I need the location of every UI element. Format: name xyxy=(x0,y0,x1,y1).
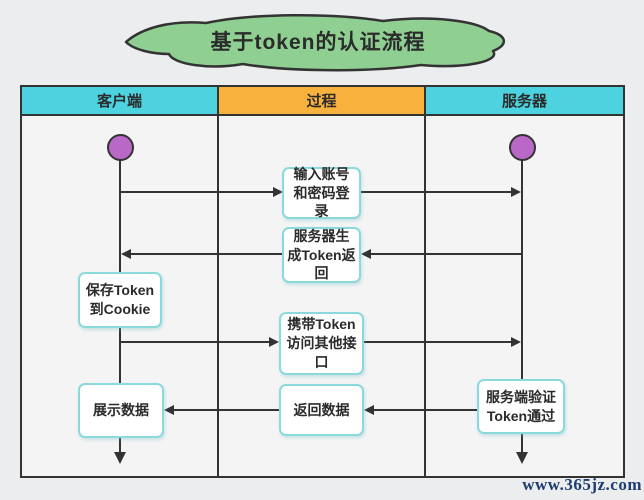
lifeline-server xyxy=(521,160,523,454)
node-server-generate-token: 服务器生成Token返回 xyxy=(282,227,361,283)
node-input-login: 输入账号和密码登录 xyxy=(282,166,361,219)
arrow-client-to-carry-line xyxy=(121,341,270,343)
lane-divider-1 xyxy=(217,114,219,476)
arrow-server-to-generate-line xyxy=(370,253,522,255)
arrow-generate-to-client-line xyxy=(131,253,282,255)
lane-divider-2 xyxy=(424,114,426,476)
arrow-client-to-carry-head xyxy=(269,337,279,347)
arrow-generate-to-client-head xyxy=(121,249,131,259)
actor-circle-client xyxy=(107,134,134,161)
arrow-client-to-input-line xyxy=(121,191,275,193)
arrow-return-to-show-head xyxy=(164,405,174,415)
diagram-title: 基于token的认证流程 xyxy=(210,31,426,54)
node-save-token-cookie: 保存Token到Cookie xyxy=(78,272,162,328)
arrow-carry-to-server-line xyxy=(364,341,512,343)
arrow-carry-to-server-head xyxy=(511,337,521,347)
lane-header-server: 服务器 xyxy=(424,85,625,116)
lane-header-process: 过程 xyxy=(217,85,426,116)
arrow-client-to-input-head xyxy=(273,187,283,197)
lane-header-client: 客户端 xyxy=(20,85,219,116)
title-cloud-shape xyxy=(124,14,505,72)
lifeline-end-arrow-client xyxy=(114,452,126,464)
watermark: www.365jz.com xyxy=(522,475,642,494)
arrow-input-to-server-line xyxy=(361,191,512,193)
node-return-data: 返回数据 xyxy=(279,384,364,436)
actor-circle-server xyxy=(509,134,536,161)
node-carry-token-access: 携带Token访问其他接口 xyxy=(279,312,364,375)
arrow-input-to-server-head xyxy=(511,187,521,197)
lifeline-end-arrow-server xyxy=(516,452,528,464)
arrow-verify-to-return-line xyxy=(374,409,477,411)
arrow-return-to-show-line xyxy=(174,409,279,411)
node-show-data: 展示数据 xyxy=(78,383,164,438)
arrow-server-to-generate-head xyxy=(361,249,371,259)
arrow-verify-to-return-head xyxy=(364,405,374,415)
node-server-verify-token: 服务端验证Token通过 xyxy=(477,379,565,434)
